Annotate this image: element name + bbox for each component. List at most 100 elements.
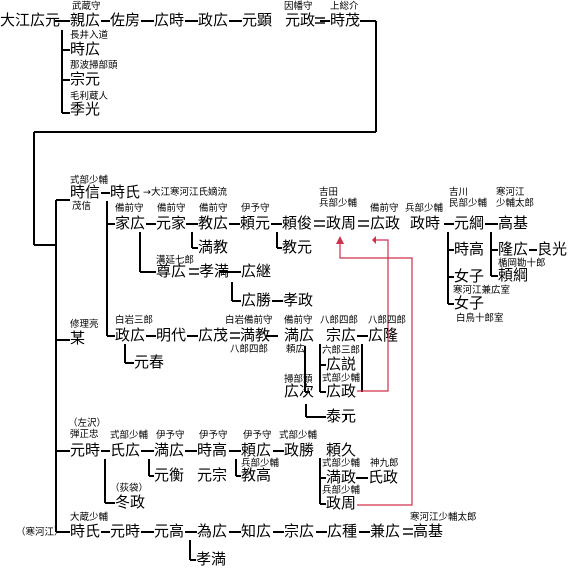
person-joshi-1: 女子 (454, 267, 485, 285)
person-mitsumasa: 満政 (326, 468, 357, 486)
person-chikahiro: 親広 (70, 11, 101, 29)
note-kamon: 掃部頭 (284, 374, 313, 385)
person-yoshimitsu: 良光 (537, 240, 568, 258)
person-hirotsugu-2: 広次 (284, 382, 315, 400)
note-mori: 毛利蔵人 (70, 91, 109, 102)
note-ogibukuro: （荻袋） (110, 483, 149, 494)
person-hirotane: 広種 (327, 522, 358, 540)
person-hiroshige: 広茂 (198, 326, 229, 344)
note-yoshikawa: 吉川 民部少輔 (449, 187, 488, 209)
person-motohira: 元衡 (154, 466, 185, 484)
note-shikibu-3: 式部少輔 (110, 430, 149, 441)
person-masatoki: 政時 (410, 214, 441, 232)
note-hachiro-3: 八郎四郎 (368, 315, 407, 326)
note-yoshida: 吉田 兵部少輔 (319, 187, 358, 209)
person-takahiro2: 隆広 (498, 240, 529, 258)
person-munehiro: 宗広 (326, 326, 357, 344)
note-sagae-kanehiro: 寒河江兼広室 (453, 285, 511, 296)
person-hiromasa-2: 広政 (326, 382, 357, 400)
note-inaba: 因幡守 (284, 1, 313, 12)
person-mitsunori-2: 満教 (240, 326, 271, 344)
person-hiromasa: 広政 (370, 214, 401, 232)
person-takahiro: 尊広 (156, 262, 187, 280)
note-iyo-1: 伊予守 (241, 203, 270, 214)
person-takamoto-2: 高基 (413, 522, 444, 540)
note-shuri: 修理亮 (70, 319, 99, 330)
note-kamikuro: 神九郎 (370, 458, 399, 469)
person-yorihiro: 頼広 (241, 441, 272, 459)
person-motomune: 元宗 (197, 466, 228, 484)
note-iyo-4: 伊予守 (243, 430, 272, 441)
person-mitsuhiro-2: 満広 (154, 441, 185, 459)
person-tokihiro: 時広 (70, 40, 101, 58)
person-tokitaka-2: 時高 (197, 441, 228, 459)
person-masakatsu: 政勝 (284, 441, 315, 459)
person-mototoki-2: 元時 (110, 522, 141, 540)
note-hachiro-1: 八郎四郎 (230, 344, 269, 355)
note-musashi: 武蔵守 (72, 1, 101, 12)
person-norihiro: 教広 (198, 214, 229, 232)
note-okura: 大蔵少輔 (70, 512, 109, 523)
note-bizen-2: 備前守 (157, 203, 186, 214)
person-hirotoki-2: 広説 (326, 355, 357, 373)
note-shiraiwa-bizen: 白岩備前守 (225, 315, 273, 326)
note-iyo-3: 伊予守 (199, 430, 228, 441)
person-mitsunori: 満教 (198, 238, 229, 256)
person-hirokatsu: 広勝 (241, 291, 272, 309)
note-bizen-4: 備前守 (370, 203, 399, 214)
person-akiyo: 明代 (156, 326, 187, 344)
person-yoritoshi: 頼俊 (282, 214, 313, 232)
person-mitsuhiro: 満広 (284, 326, 315, 344)
note-hyobu-3: 兵部少輔 (322, 485, 361, 496)
note-bizen-3: 備前守 (199, 203, 228, 214)
note-shikibu-2: 式部少輔 (322, 373, 361, 384)
person-hirotsugu: 広継 (241, 262, 272, 280)
person-munemoto: 宗元 (70, 70, 101, 88)
person-ujimasa: 氏政 (368, 468, 399, 486)
note-mizonobu: 溝延七郎 (156, 255, 195, 266)
note-rokuro: 六郎三郎 (322, 345, 361, 356)
person-ujihiro: 氏広 (110, 441, 141, 459)
person-kanehiro: 兼広 (370, 522, 401, 540)
person-munehiro-2: 宗広 (284, 522, 315, 540)
person-motoie: 元家 (156, 214, 187, 232)
person-oe-hiromoto: 大江広元 (0, 11, 61, 29)
person-yasumoto: 泰元 (326, 407, 357, 425)
person-takamitsu: 孝満 (199, 262, 230, 280)
person-iehiro: 家広 (115, 214, 146, 232)
person-tokishige: 時茂 (330, 11, 361, 29)
person-tokiuji-2: 時氏 (70, 522, 101, 540)
note-danjochu: 弾正忠 (70, 429, 99, 440)
person-hirotoki: 広時 (154, 11, 185, 29)
person-noritaka: 教高 (241, 466, 272, 484)
person-masahiro: 政広 (198, 11, 229, 29)
person-tokitaka: 時高 (454, 240, 485, 258)
note-nobunobu: 茂信 (72, 201, 92, 212)
person-fuyumasa: 冬政 (115, 493, 146, 511)
note-hatano: 那波掃部頭 (70, 60, 118, 71)
person-mototoki: 元時 (70, 441, 101, 459)
note-iyo-2: 伊予守 (156, 430, 185, 441)
person-sukefusa: 佐房 (110, 11, 141, 29)
note-hyobu: 兵部少輔 (405, 203, 444, 214)
person-motomasa: 元政 (285, 11, 316, 29)
note-hyobu-2: 兵部少輔 (241, 458, 280, 469)
person-tokiuji: 時氏 (110, 183, 141, 201)
person-yoritsuna: 頼綱 (498, 266, 529, 284)
note-shikibu-5: 式部少輔 (322, 458, 361, 469)
person-norimoto: 教元 (282, 238, 313, 256)
note-shiratori: 白鳥十郎室 (456, 313, 504, 324)
person-bou: 某 (70, 329, 86, 347)
person-mototaka: 元高 (154, 522, 185, 540)
note-hachiro-2: 八郎四郎 (320, 315, 359, 326)
note-bizen-5: 備前守 (284, 315, 313, 326)
note-sagae-shoyu-taro: 寒河江少輔太郎 (410, 512, 477, 523)
person-motoaki: 元顕 (242, 11, 273, 29)
person-mototsuna: 元綱 (454, 214, 485, 232)
person-masachika: 政周 (326, 214, 357, 232)
note-yorihiro: 頼広 (286, 344, 306, 355)
person-tokinobu: 時信 (70, 183, 101, 201)
person-koharu: 元春 (134, 353, 165, 371)
